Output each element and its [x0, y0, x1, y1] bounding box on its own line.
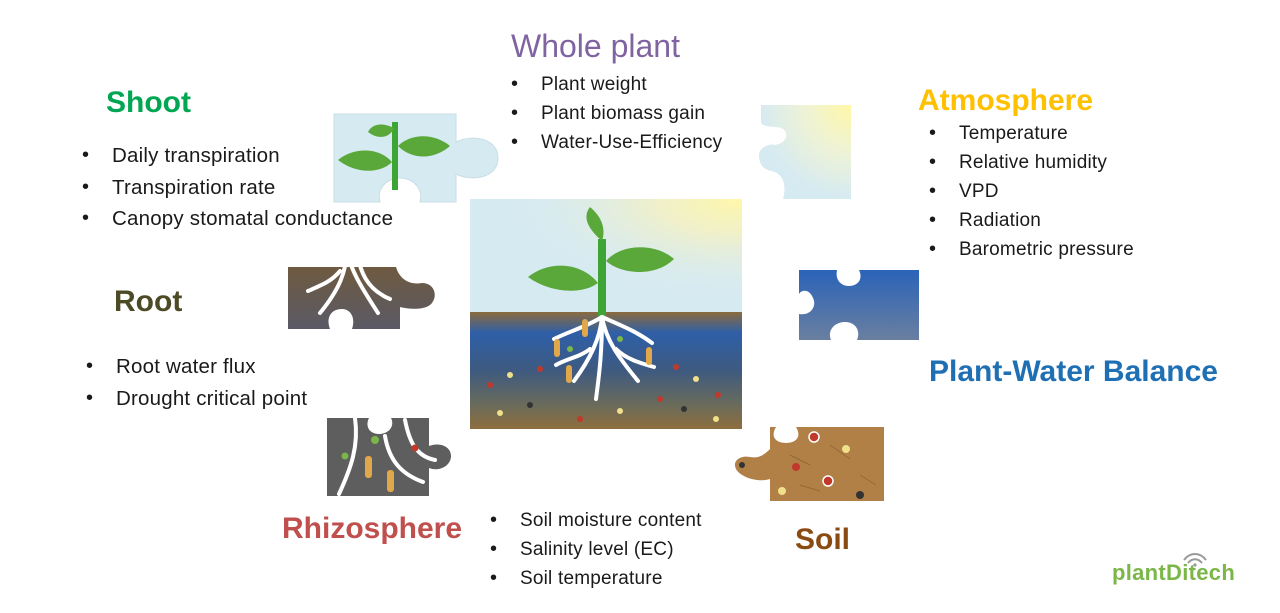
whole-plant-title: Whole plant	[511, 28, 680, 64]
list-item: Drought critical point	[86, 383, 307, 415]
list-item: Plant weight	[511, 70, 722, 99]
logo-text: plantDitech	[1112, 560, 1236, 585]
atmosphere-puzzle-piece	[759, 105, 851, 199]
root-title: Root	[114, 285, 183, 318]
shoot-list: Daily transpiration Transpiration rate C…	[82, 140, 393, 235]
plant-soil-illustration	[470, 199, 742, 429]
list-item: Soil moisture content	[490, 506, 702, 535]
rhizosphere-title: Rhizosphere	[282, 512, 463, 545]
soil-title: Soil	[795, 523, 851, 556]
soil-puzzle-piece	[734, 427, 884, 501]
shoot-title: Shoot	[106, 86, 191, 119]
list-item: Canopy stomatal conductance	[82, 203, 393, 235]
root-puzzle-piece	[288, 245, 435, 329]
list-item: Salinity level (EC)	[490, 535, 702, 564]
list-item: Relative humidity	[929, 148, 1134, 177]
list-item: Transpiration rate	[82, 172, 393, 204]
plant-water-balance-title: Plant-Water Balance	[929, 355, 1218, 388]
list-item: Plant biomass gain	[511, 99, 722, 128]
wifi-icon	[1183, 553, 1207, 567]
list-item: Temperature	[929, 119, 1134, 148]
list-item: Daily transpiration	[82, 140, 393, 172]
list-item: Radiation	[929, 206, 1134, 235]
water-puzzle-piece	[799, 270, 919, 340]
list-item: Water-Use-Efficiency	[511, 128, 722, 157]
list-item: Barometric pressure	[929, 235, 1134, 264]
whole-plant-list: Plant weight Plant biomass gain Water-Us…	[511, 70, 722, 157]
atmosphere-list: Temperature Relative humidity VPD Radiat…	[929, 119, 1134, 264]
rhizosphere-puzzle-piece	[327, 416, 451, 496]
list-item: Soil temperature	[490, 564, 702, 593]
plantditech-logo: plantDitech	[1112, 548, 1252, 588]
rhizosphere-list: Soil moisture content Salinity level (EC…	[490, 506, 702, 593]
shoot-puzzle-piece	[333, 113, 499, 203]
list-item: Root water flux	[86, 351, 307, 383]
list-item: VPD	[929, 177, 1134, 206]
root-list: Root water flux Drought critical point	[86, 351, 307, 414]
atmosphere-title: Atmosphere	[918, 84, 1094, 117]
